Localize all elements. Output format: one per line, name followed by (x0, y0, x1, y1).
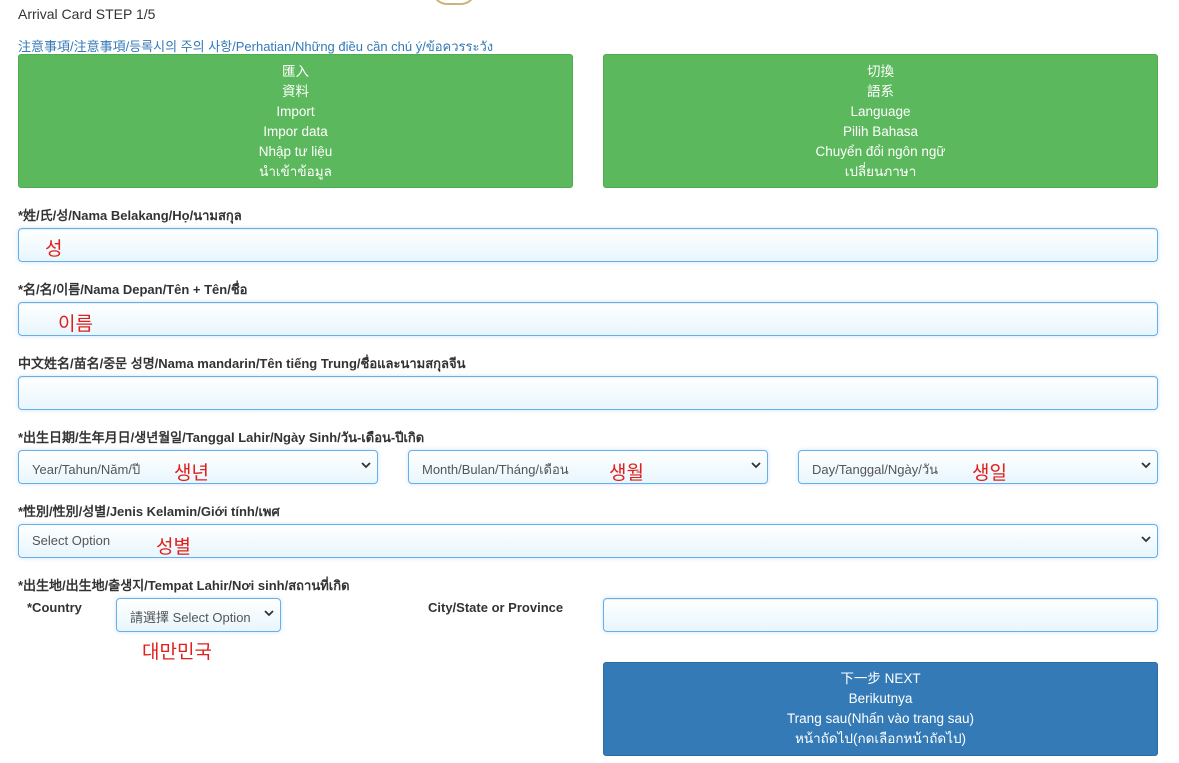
next-label-line: หน้าถัดไป(กดเลือกหน้าถัดไป) (794, 731, 967, 746)
first-name-label: *名/名/이름/Nama Depan/Tên + Tên/ชื่อ (18, 282, 248, 297)
chinese-name-label: 中文姓名/苗名/중문 성명/Nama mandarin/Tên tiếng Tr… (18, 356, 466, 371)
import-label-line: Impor data (263, 124, 328, 139)
language-label-line: Pilih Bahasa (842, 124, 919, 139)
next-label-line: Trang sau(Nhấn vào trang sau) (786, 711, 975, 726)
language-label-line: เปลี่ยนภาษา (844, 164, 917, 179)
import-label-line: Nhập tư liệu (258, 144, 333, 159)
language-label-line: Chuyển đổi ngôn ngữ (815, 144, 946, 159)
import-label-line: 資料 (282, 84, 309, 99)
country-label: *Country (27, 600, 82, 615)
gender-select[interactable]: Select Option (18, 524, 1158, 558)
chinese-name-input[interactable] (18, 376, 1158, 410)
chevron-down-icon (751, 462, 761, 469)
birthplace-label: *出生地/出生地/출생지/Tempat Lahir/Nơi sinh/สถานท… (18, 578, 350, 593)
last-name-annotation: 성 (45, 238, 63, 260)
emblem-logo (432, 0, 476, 5)
country-value: 請選擇 Select Option (130, 610, 251, 625)
language-label-line: 切換 (867, 64, 894, 79)
birth-day-value: Day/Tanggal/Ngày/วัน (812, 462, 939, 477)
birth-month-annotation: 생월 (609, 462, 644, 484)
next-label-line: 下一步 NEXT (840, 671, 921, 686)
language-switch-button[interactable]: 切換 語系 Language Pilih Bahasa Chuyển đổi n… (603, 54, 1158, 188)
import-label-line: นำเข้าข้อมูล (259, 164, 332, 179)
chevron-down-icon (361, 462, 371, 469)
gender-label: *性別/性別/성별/Jenis Kelamin/Giới tính/เพศ (18, 504, 280, 519)
birth-year-annotation: 생년 (174, 462, 209, 484)
last-name-label: *姓/氏/성/Nama Belakang/Họ/นามสกุล (18, 208, 242, 223)
birth-day-select[interactable]: Day/Tanggal/Ngày/วัน (798, 450, 1158, 484)
birth-year-select[interactable]: Year/Tahun/Năm/ปี (18, 450, 378, 484)
import-data-button[interactable]: 匯入 資料 Import Impor data Nhập tư liệu นำเ… (18, 54, 573, 188)
notice-link[interactable]: 注意事項/注意事項/등록시의 주의 사항/Perhatian/Những điề… (18, 39, 494, 54)
dob-label: *出生日期/生年月日/생년월일/Tanggal Lahir/Ngày Sinh/… (18, 430, 425, 445)
chevron-down-icon (1141, 462, 1151, 469)
last-name-input[interactable] (18, 228, 1158, 262)
gender-value: Select Option (32, 533, 111, 548)
birth-year-value: Year/Tahun/Năm/ปี (32, 462, 141, 477)
gender-annotation: 성별 (156, 536, 191, 558)
birth-day-annotation: 생일 (972, 462, 1007, 484)
next-label-line: Berikutnya (848, 691, 913, 706)
first-name-annotation: 이름 (58, 313, 93, 335)
first-name-input[interactable] (18, 302, 1158, 336)
city-label: City/State or Province (428, 600, 564, 615)
chevron-down-icon (264, 610, 274, 617)
next-button[interactable]: 下一步 NEXT Berikutnya Trang sau(Nhấn vào t… (603, 662, 1158, 756)
step-title: Arrival Card STEP 1/5 (18, 6, 156, 22)
country-annotation: 대만민국 (142, 641, 212, 663)
city-input[interactable] (603, 598, 1158, 632)
birth-month-value: Month/Bulan/Tháng/เดือน (422, 462, 569, 477)
language-label-line: Language (850, 104, 911, 119)
country-select[interactable]: 請選擇 Select Option (116, 598, 281, 632)
chevron-down-icon (1141, 536, 1151, 543)
import-label-line: Import (276, 104, 315, 119)
import-label-line: 匯入 (282, 64, 309, 79)
language-label-line: 語系 (867, 84, 894, 99)
birth-month-select[interactable]: Month/Bulan/Tháng/เดือน (408, 450, 768, 484)
